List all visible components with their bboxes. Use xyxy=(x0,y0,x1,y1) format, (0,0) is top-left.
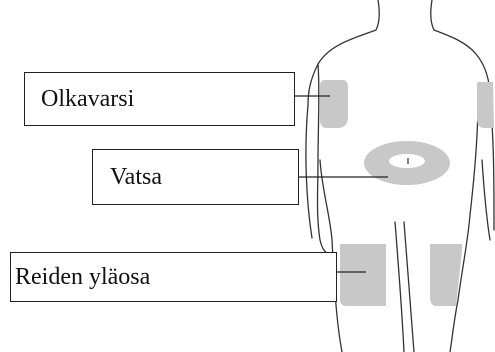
thigh-label: Reiden yläosa xyxy=(15,264,150,291)
upper-arm-label-box: Olkavarsi xyxy=(24,72,295,126)
abdomen-label: Vatsa xyxy=(110,164,162,191)
upper-arm-label: Olkavarsi xyxy=(41,86,134,113)
thigh-label-box: Reiden yläosa xyxy=(10,252,337,302)
abdomen-label-box: Vatsa xyxy=(92,149,299,205)
upper-arm-injection-area-left xyxy=(320,80,348,128)
navel-exclusion-ring xyxy=(389,154,425,168)
upper-arm-injection-area-right xyxy=(477,82,494,128)
thigh-injection-area-left xyxy=(340,244,386,306)
thigh-injection-area-right xyxy=(430,244,462,306)
